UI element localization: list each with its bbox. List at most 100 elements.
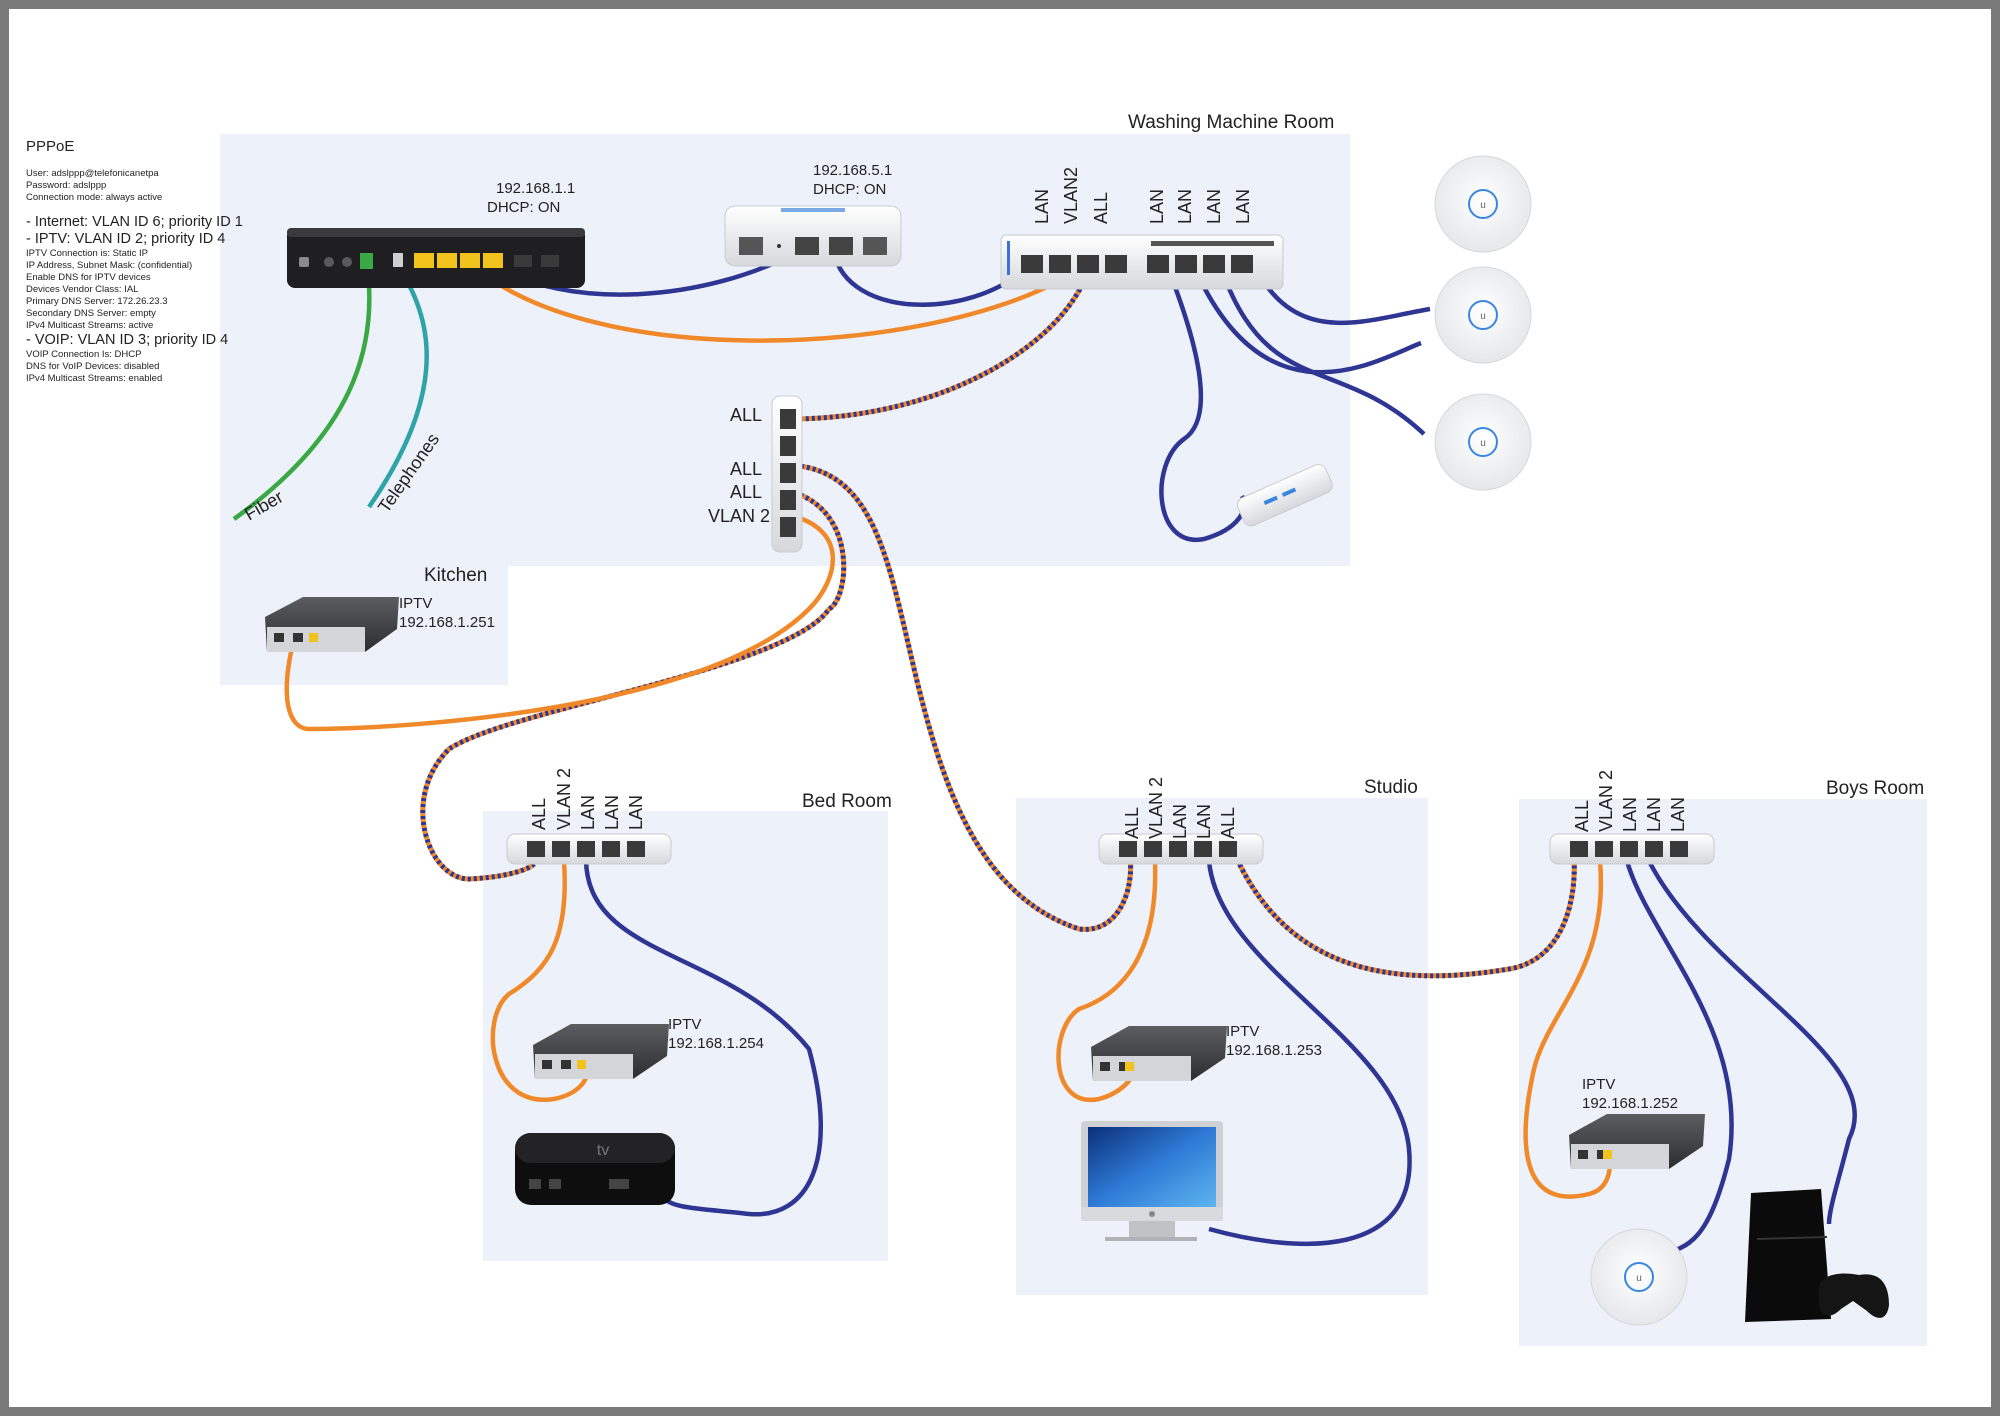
- port-label: VLAN 2: [554, 767, 574, 830]
- pppoe-mode: Connection mode: always active: [26, 192, 163, 203]
- lan-cable: [1624, 860, 1734, 1257]
- trunk-cable: [1234, 857, 1577, 979]
- studio-switch-device: [1098, 833, 1264, 865]
- fiber-cable: [232, 256, 372, 521]
- iptv-name: IPTV: [1226, 1023, 1260, 1040]
- hub-port-label: ALL: [730, 482, 763, 502]
- trunk-cable: [420, 488, 847, 882]
- port-label: LAN: [1032, 188, 1052, 224]
- pppoe-user: User: adslppp@telefonicanetpa: [26, 168, 159, 179]
- router-dhcp: DHCP: ON: [487, 199, 561, 216]
- hub-port-label: ALL: [730, 405, 763, 425]
- iptv-label-kitchen: IPTV 192.168.1.251: [399, 594, 495, 632]
- pppoe-notes: PPPoE User: adslppp@telefonicanetpa Pass…: [26, 137, 243, 385]
- access-point-device: u: [1434, 155, 1532, 253]
- iptv-ip: 192.168.1.254: [668, 1035, 764, 1052]
- iptv-box-device: [533, 1024, 669, 1079]
- room-title-bedroom: Bed Room: [802, 791, 892, 812]
- lan-cable: [1254, 267, 1431, 325]
- port-label: ALL: [529, 797, 549, 830]
- pppoe-title: PPPoE: [26, 138, 75, 155]
- iptv-detail: IPv4 Multicast Streams: active: [26, 320, 154, 331]
- gateway-info: 192.168.5.1 DHCP: ON: [813, 161, 892, 199]
- port-label: LAN: [1644, 796, 1664, 832]
- lan-cable: [1206, 860, 1412, 1247]
- room-title-studio: Studio: [1364, 777, 1418, 798]
- svg-text:u: u: [1480, 311, 1486, 322]
- hub-port-label: VLAN 2: [708, 506, 771, 526]
- iptv-name: IPTV: [668, 1016, 702, 1033]
- room-title-boys: Boys Room: [1826, 778, 1925, 799]
- apple-tv-device: tv: [515, 1133, 675, 1205]
- port-label: VLAN2: [1061, 166, 1081, 224]
- port-label: LAN: [1194, 803, 1214, 839]
- iptv-ip: 192.168.1.251: [399, 614, 495, 631]
- port-label: ALL: [1122, 806, 1142, 839]
- iptv-box-device: [1091, 1026, 1227, 1081]
- iptv-detail: Enable DNS for IPTV devices: [26, 272, 151, 283]
- lan-cable: [1193, 270, 1422, 375]
- access-point-device: u: [1590, 1228, 1688, 1326]
- port-label: LAN: [1147, 188, 1167, 224]
- iptv-detail: IP Address, Subnet Mask: (confidential): [26, 260, 193, 271]
- port-label: LAN: [1233, 188, 1253, 224]
- vlan-cable: [284, 512, 836, 732]
- vlan-cable: [490, 860, 590, 1102]
- router-device: [287, 228, 585, 288]
- voip-detail: VOIP Connection Is: DHCP: [26, 349, 142, 360]
- pppoe-iptv: - IPTV: VLAN ID 2; priority ID 4: [26, 231, 226, 247]
- iptv-detail: Devices Vendor Class: IAL: [26, 284, 139, 295]
- page: Washing Machine Room Kitchen Bed Room St…: [9, 9, 1991, 1407]
- bedroom-switch-device: [506, 833, 672, 865]
- port-label: ALL: [1218, 806, 1238, 839]
- port-label: LAN: [1204, 188, 1224, 224]
- iptv-ip: 192.168.1.253: [1226, 1042, 1322, 1059]
- trunk-cable: [788, 266, 1092, 422]
- network-diagram: u u u u: [232, 155, 1889, 1326]
- iptv-label-bedroom: IPTV 192.168.1.254: [668, 1015, 764, 1053]
- lan-cable: [1159, 270, 1247, 542]
- lan-cable: [1646, 859, 1857, 1225]
- port-label: LAN: [626, 794, 646, 830]
- vlan-cable: [464, 257, 1061, 343]
- iptv-label-boys: IPTV 192.168.1.252: [1582, 1075, 1678, 1113]
- port-label: LAN: [1175, 188, 1195, 224]
- port-label: LAN: [1620, 796, 1640, 832]
- iptv-detail: Secondary DNS Server: empty: [26, 308, 156, 319]
- svg-text:u: u: [1480, 438, 1486, 449]
- outdoor-ap-device: [1236, 464, 1333, 527]
- trunk-cable: [788, 462, 1134, 932]
- iptv-box-device: [265, 597, 399, 652]
- iptv-label-studio: IPTV 192.168.1.253: [1226, 1022, 1322, 1060]
- hub-port-label: ALL: [730, 459, 763, 479]
- hub-device: [771, 395, 803, 553]
- port-label: LAN: [602, 794, 622, 830]
- port-label: VLAN 2: [1146, 776, 1166, 839]
- router-info: 192.168.1.1 DHCP: ON: [487, 179, 575, 217]
- svg-text:u: u: [1636, 1273, 1642, 1284]
- pppoe-voip: - VOIP: VLAN ID 3; priority ID 4: [26, 332, 229, 348]
- router-ip: 192.168.1.1: [496, 180, 576, 197]
- gateway-ip: 192.168.5.1: [813, 162, 893, 179]
- iptv-name: IPTV: [399, 595, 433, 612]
- access-point-device: u: [1434, 266, 1532, 364]
- room-boys: [1519, 799, 1927, 1346]
- port-label: VLAN 2: [1596, 769, 1616, 832]
- iptv-box-device: [1569, 1114, 1705, 1169]
- iptv-ip: 192.168.1.252: [1582, 1095, 1678, 1112]
- lan-cable: [583, 860, 823, 1217]
- port-label: LAN: [1668, 796, 1688, 832]
- iptv-detail: IPTV Connection is: Static IP: [26, 248, 148, 259]
- imac-device: [1081, 1121, 1223, 1241]
- vlan-cable: [1523, 860, 1612, 1199]
- gateway-dhcp: DHCP: ON: [813, 181, 887, 198]
- voip-detail: IPv4 Multicast Streams: enabled: [26, 373, 163, 384]
- port-label: LAN: [1170, 803, 1190, 839]
- access-point-device: u: [1434, 393, 1532, 491]
- boys-switch-device: [1549, 833, 1715, 865]
- pppoe-internet: - Internet: VLAN ID 6; priority ID 1: [26, 214, 243, 230]
- svg-text:u: u: [1480, 200, 1486, 211]
- room-title-kitchen: Kitchen: [424, 565, 488, 586]
- port-label: ALL: [1572, 799, 1592, 832]
- svg-text:tv: tv: [597, 1142, 609, 1159]
